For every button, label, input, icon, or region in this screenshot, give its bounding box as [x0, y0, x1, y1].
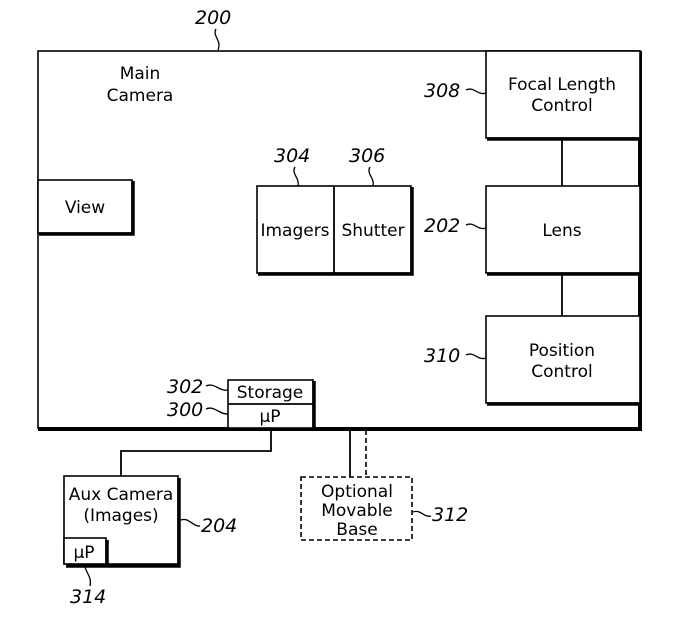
shutter-label: Shutter: [341, 221, 404, 241]
main-camera-label-line1: Main: [120, 64, 161, 84]
leader-204: [180, 518, 201, 527]
leader-300: [205, 407, 229, 415]
lens-box: Lens: [485, 185, 641, 276]
ref-302: 302: [167, 376, 203, 398]
ref-310: 310: [424, 345, 460, 367]
ref-306: 306: [349, 145, 385, 167]
lens-label: Lens: [542, 221, 581, 241]
main-processor-label: μP: [259, 407, 280, 427]
connector-processor-aux: [120, 429, 272, 476]
leader-302: [205, 384, 229, 391]
aux-camera-label-line2: (Images): [83, 506, 158, 526]
movable-base-label-line2: Movable: [321, 501, 393, 521]
main-camera-label-line2: Camera: [107, 86, 174, 106]
ref-304: 304: [274, 145, 310, 167]
ref-200: 200: [195, 7, 231, 29]
leader-200: [214, 28, 220, 51]
ref-300: 300: [167, 399, 203, 421]
focal-length-label-line1: Focal Length: [508, 75, 616, 95]
focal-length-control-box: Focal Length Control: [485, 50, 641, 141]
ref-314: 314: [70, 586, 106, 608]
focal-length-label-line2: Control: [531, 96, 592, 116]
view-box: View: [37, 179, 135, 236]
leader-314: [84, 566, 92, 587]
position-label-line1: Position: [529, 341, 595, 361]
imagers-label: Imagers: [260, 221, 329, 241]
ref-308: 308: [424, 80, 460, 102]
movable-base-box: Optional Movable Base: [300, 476, 413, 541]
aux-processor-label: μP: [73, 543, 94, 563]
position-control-box: Position Control: [485, 315, 641, 406]
leader-306: [368, 166, 374, 187]
ref-312: 312: [432, 504, 468, 526]
aux-processor-box: [63, 537, 107, 565]
aux-camera-box: Aux Camera (Images) μP: [63, 475, 181, 568]
storage-label: Storage: [237, 383, 304, 403]
storage-processor-block: Storage μP: [227, 379, 316, 429]
ref-204: 204: [201, 515, 237, 537]
ref-202: 202: [424, 215, 460, 237]
imagers-shutter-block: Imagers Shutter: [256, 185, 414, 276]
leader-312: [412, 510, 432, 517]
view-label: View: [65, 198, 105, 218]
aux-camera-label-line1: Aux Camera: [69, 485, 174, 505]
leader-310: [465, 353, 487, 360]
leader-308: [465, 88, 487, 95]
leader-304: [293, 166, 299, 187]
position-label-line2: Control: [531, 362, 592, 382]
leader-202: [465, 223, 487, 230]
movable-base-label-line1: Optional: [321, 482, 393, 502]
movable-base-label-line3: Base: [336, 520, 377, 540]
